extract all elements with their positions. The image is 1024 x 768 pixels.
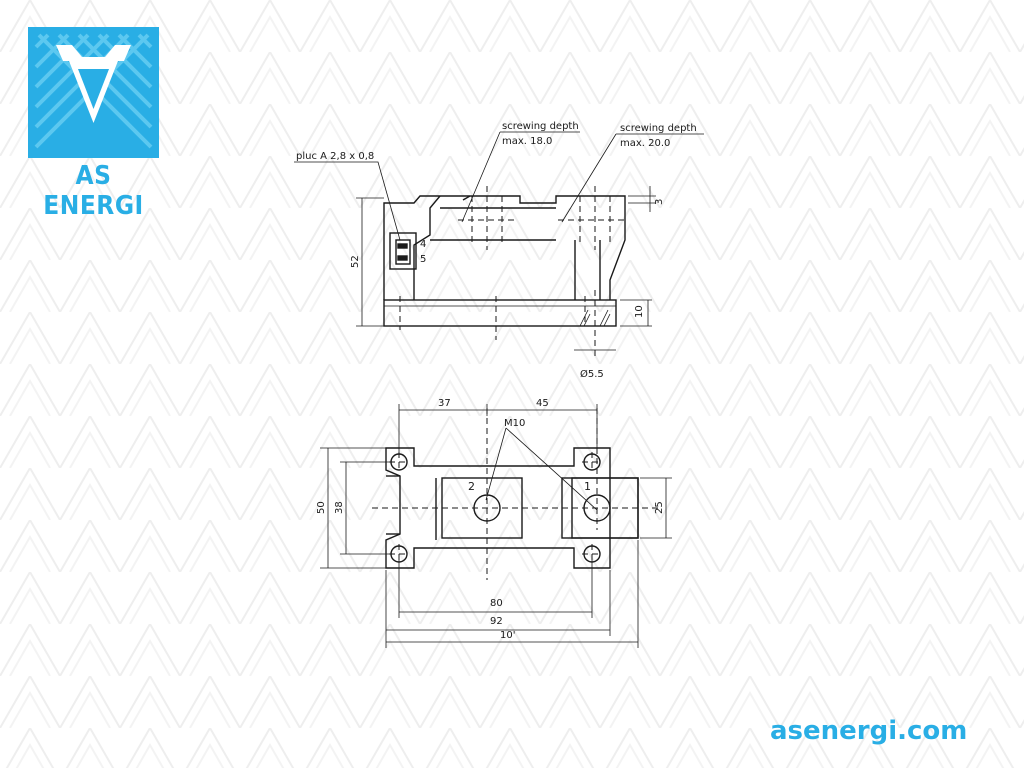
dimension-45: 45: [536, 398, 549, 409]
website-link[interactable]: asenergi.com: [770, 716, 968, 746]
base-dimension: 10: [634, 305, 645, 318]
side-view-hidden-lines: [399, 186, 628, 360]
terminal-1-label: 1: [584, 480, 591, 493]
dimension-50: 50: [316, 501, 327, 514]
dimension-80: 80: [490, 598, 503, 609]
base-hole-hatch: [579, 309, 611, 327]
pin-5-label: 5: [420, 254, 426, 265]
height-dimension: 52: [350, 255, 361, 268]
top-view-center-lines: [372, 408, 660, 580]
top-dimension: 3: [654, 199, 665, 205]
top-view-dimensions: [320, 404, 672, 648]
dimension-37: 37: [438, 398, 451, 409]
screw-depth-left-line2: max. 18.0: [502, 136, 552, 147]
thread-label: M10: [504, 418, 525, 429]
pin-4-label: 4: [420, 239, 426, 250]
side-view-outline: [383, 195, 626, 327]
dimension-38: 38: [334, 501, 345, 514]
brand-logo: AS ENERGI: [28, 27, 159, 221]
dimension-101: 10': [500, 630, 515, 641]
terminal-2-label: 2: [468, 480, 475, 493]
as-energi-logo-icon: [28, 27, 159, 158]
hole-dimension: Ø5.5: [580, 368, 604, 380]
brand-name: AS ENERGI: [43, 161, 144, 221]
side-view-dimensions: [294, 131, 704, 351]
plug-label: pluc A 2,8 x 0,8: [296, 151, 374, 162]
screw-depth-right-line2: max. 20.0: [620, 138, 670, 149]
dimension-92: 92: [490, 616, 503, 627]
screw-depth-left-line1: screwing depth: [502, 121, 579, 132]
screw-depth-right-line1: screwing depth: [620, 123, 697, 134]
dimension-25: 25: [654, 501, 665, 514]
